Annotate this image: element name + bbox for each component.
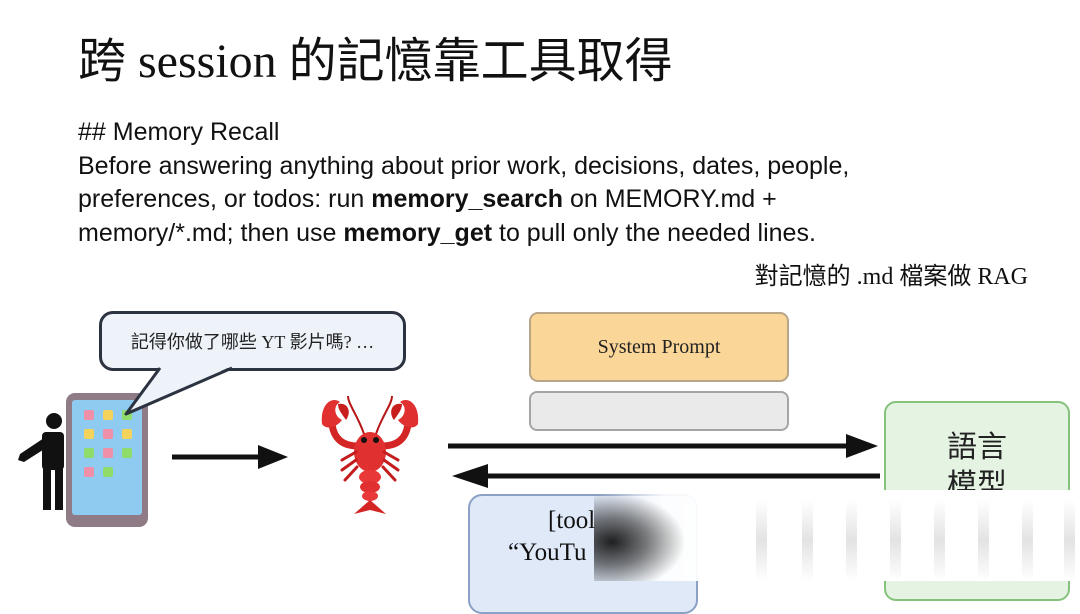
app-icon [84, 429, 94, 439]
body-line-2-post: on MEMORY.md + [563, 185, 777, 213]
app-icon [84, 448, 94, 458]
arrow-agent-to-model [448, 434, 878, 458]
glare-streak [934, 500, 945, 581]
app-icon [103, 448, 113, 458]
glare-streak [1064, 500, 1075, 581]
app-icon [84, 410, 94, 420]
app-icon [103, 410, 113, 420]
arrow-user-to-agent [172, 445, 288, 469]
glare-streak [890, 500, 901, 581]
system-prompt-box: System Prompt [529, 312, 789, 382]
memory-get-keyword: memory_get [343, 218, 493, 247]
app-icon [84, 467, 94, 477]
arrow-model-to-agent [452, 464, 880, 488]
slide-title: 跨 session 的記憶靠工具取得 [78, 35, 673, 88]
body-line-3-post: to pull only the needed lines. [492, 218, 816, 247]
context-blank-box [529, 391, 789, 431]
glare-streak [1022, 500, 1033, 581]
body-line-3-pre: memory/*.md; then use [78, 218, 344, 247]
glare-streak [978, 500, 989, 581]
glare-streak [802, 500, 813, 581]
language-model-label-line1: 語言 [947, 430, 1007, 465]
app-icon [122, 429, 132, 439]
app-icon [103, 429, 113, 439]
lobster-icon [321, 395, 419, 514]
person-standing-icon [18, 413, 64, 510]
system-prompt-label: System Prompt [597, 335, 721, 358]
rag-note: 對記憶的 .md 檔案做 RAG [754, 264, 1028, 290]
memory-search-keyword: memory_search [371, 185, 564, 213]
memory-recall-heading: ## Memory Recall [78, 118, 280, 146]
app-icon [122, 448, 132, 458]
app-icon [103, 467, 113, 477]
image-glare-shadow [594, 494, 684, 581]
speech-bubble: 記得你做了哪些 YT 影片嗎? … [99, 311, 406, 371]
body-line-2-pre: preferences, or todos: run [78, 185, 372, 213]
body-line-2: preferences, or todos: run memory_search… [78, 183, 1038, 217]
glare-streak [756, 500, 767, 581]
glare-streak [846, 500, 857, 581]
body-line-3: memory/*.md; then use memory_get to pull… [78, 217, 1038, 251]
tool-call-line-1: [tool [548, 507, 596, 534]
phone-screen [72, 400, 142, 515]
smartphone-icon [66, 393, 148, 527]
memory-recall-text: ## Memory Recall Before answering anythi… [78, 116, 1038, 250]
body-line-1: Before answering anything about prior wo… [78, 151, 850, 180]
flow-arrows [172, 434, 880, 488]
app-icon [122, 410, 132, 420]
tool-call-line-2: “YouTu [508, 539, 587, 566]
